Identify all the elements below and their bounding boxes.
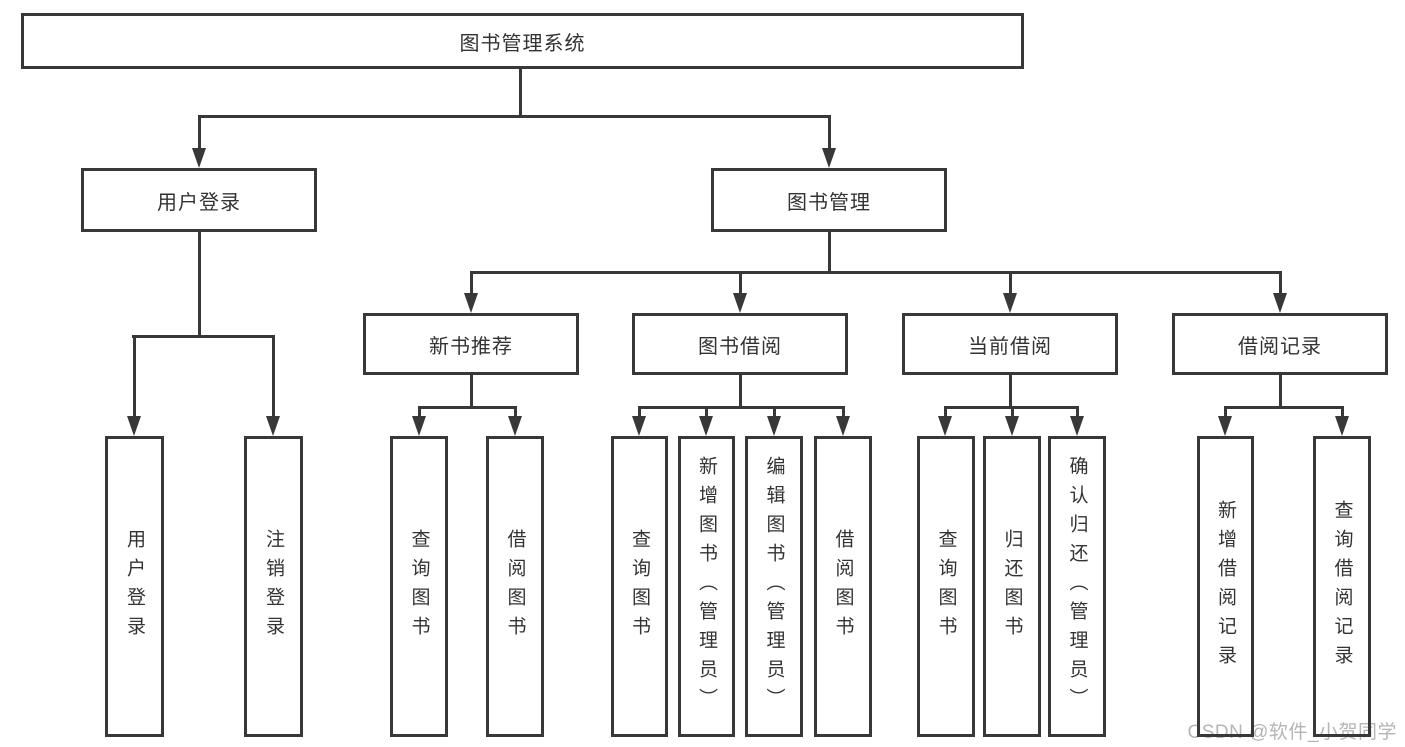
node-label: 编辑图书（管理员） [763,456,785,717]
node-book-borrow: 图书借阅 [632,313,848,375]
node-user-login: 用户登录 [81,168,317,232]
node-label: 查询借阅记录 [1331,499,1353,674]
connector-line [1076,406,1079,416]
connector-line [470,375,473,409]
node-leaf-logout: 注销登录 [244,436,303,737]
node-label: 借阅图书 [832,528,854,645]
node-leaf-borrow-books: 借阅图书 [814,436,872,737]
connector-line [638,406,641,416]
arrow-down-icon [412,416,426,436]
node-label: 确认归还（管理员） [1066,456,1088,717]
connector-line [1279,375,1282,409]
arrow-down-icon [733,293,747,313]
node-label: 新增图书（管理员） [696,456,717,717]
connector-line [198,115,831,118]
arrow-down-icon [938,416,952,436]
node-label: 当前借阅 [968,335,1052,358]
node-label: 借阅图书 [504,528,526,645]
connector-line [418,406,517,409]
connector-line [470,271,473,293]
connector-line [198,115,201,148]
node-leaf-return-books: 归还图书 [983,436,1041,737]
connector-line [773,406,776,416]
arrow-down-icon [632,416,646,436]
connector-line [638,406,844,409]
node-leaf-user-login: 用户登录 [105,436,164,737]
connector-line [842,406,845,416]
arrow-down-icon [1005,416,1019,436]
connector-line [1009,375,1012,409]
arrow-down-icon [464,293,478,313]
arrow-down-icon [508,416,522,436]
node-label: 归还图书 [1001,528,1023,645]
node-label: 用户登录 [124,528,145,645]
node-label: 借阅记录 [1238,335,1322,358]
node-borrow-records: 借阅记录 [1172,313,1388,375]
arrow-down-icon [822,148,836,168]
node-label: 新增借阅记录 [1215,499,1236,674]
connector-line [1011,406,1014,416]
connector-line [418,406,421,416]
arrow-down-icon [836,416,850,436]
node-leaf-query-books: 查询图书 [611,436,668,737]
arrow-down-icon [266,416,280,436]
connector-line [944,406,947,416]
node-label: 图书借阅 [698,335,782,358]
arrow-down-icon [1273,293,1287,313]
node-label: 查询图书 [629,528,650,645]
node-library-system: 图书管理系统 [21,13,1024,69]
connector-line [514,406,517,416]
node-label: 用户登录 [157,191,241,214]
connector-line [1224,406,1343,409]
arrow-down-icon [699,416,713,436]
connector-line [1009,271,1012,293]
connector-line [739,271,742,293]
node-leaf-add-borrow-record: 新增借阅记录 [1197,436,1254,737]
connector-line [133,335,136,416]
node-leaf-borrow-books-recommend: 借阅图书 [486,436,544,737]
node-book-management: 图书管理 [711,168,947,232]
connector-line [198,232,201,335]
connector-line [272,335,275,416]
connector-line [828,115,831,148]
arrow-down-icon [1003,293,1017,313]
connector-line [1341,406,1344,416]
node-label: 图书管理系统 [459,32,586,55]
connector-line [1224,406,1227,416]
node-label: 查询图书 [935,528,957,645]
node-label: 新书推荐 [429,335,513,358]
node-new-book-recommend: 新书推荐 [363,313,579,375]
node-leaf-edit-books-admin: 编辑图书（管理员） [745,436,803,737]
node-leaf-query-books-current: 查询图书 [917,436,975,737]
connector-line [739,375,742,409]
arrow-down-icon [192,148,206,168]
arrow-down-icon [127,416,141,436]
arrow-down-icon [767,416,781,436]
node-label: 图书管理 [787,191,871,214]
csdn-watermark: CSDN @软件_小贺同学 [1187,722,1397,743]
node-leaf-query-books-recommend: 查询图书 [390,436,448,737]
connector-line [828,232,831,274]
connector-line [132,335,274,338]
arrow-down-icon [1335,416,1349,436]
node-leaf-add-books-admin: 新增图书（管理员） [678,436,735,737]
connector-line [519,69,522,115]
node-label: 注销登录 [263,528,284,645]
node-label: 查询图书 [408,528,430,645]
arrow-down-icon [1218,416,1232,436]
connector-line [705,406,708,416]
node-current-borrow: 当前借阅 [902,313,1118,375]
node-leaf-confirm-return-admin: 确认归还（管理员） [1048,436,1106,737]
node-leaf-query-borrow-record: 查询借阅记录 [1313,436,1371,737]
arrow-down-icon [1070,416,1084,436]
connector-line [470,271,1281,274]
connector-line [1279,271,1282,293]
